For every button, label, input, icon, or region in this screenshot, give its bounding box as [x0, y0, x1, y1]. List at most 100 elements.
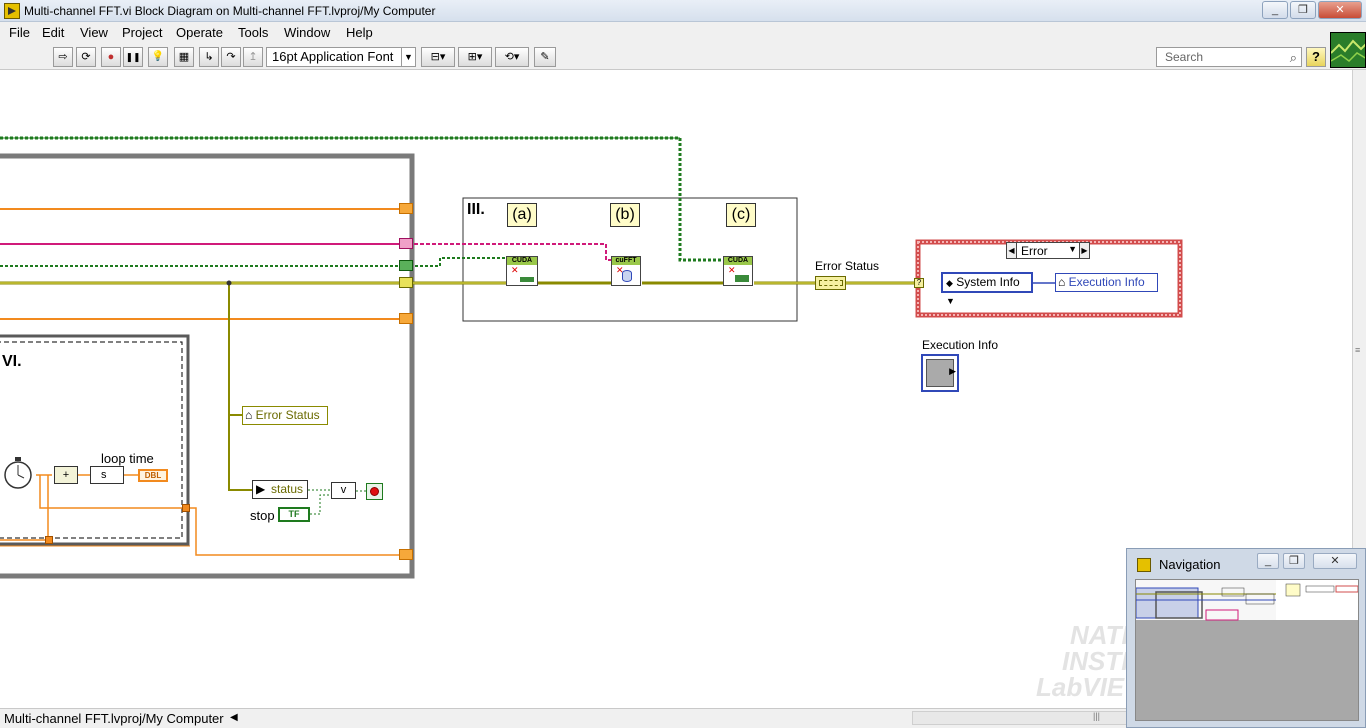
subvi-label-c: (c): [726, 203, 756, 227]
menu-file[interactable]: File: [9, 25, 30, 40]
error-status-local-text: Error Status: [255, 408, 320, 422]
case-selector[interactable]: ◀ Error ▼ ▶: [1006, 242, 1090, 259]
execution-info-local-text: Execution Info: [1068, 275, 1145, 289]
error-tunnel: [399, 277, 413, 288]
close-button[interactable]: ✕: [1318, 1, 1362, 19]
nav-minimize-button[interactable]: _: [1257, 553, 1279, 569]
window-title: Multi-channel FFT.vi Block Diagram on Mu…: [24, 4, 436, 18]
seconds-node[interactable]: s: [90, 466, 124, 484]
distribute-objects-icon[interactable]: ⊞▾: [458, 47, 492, 67]
menu-edit[interactable]: Edit: [42, 25, 65, 40]
run-arrow-icon[interactable]: ⇨: [53, 47, 73, 67]
cuda-node-header: CUDA: [724, 257, 752, 265]
menu-project[interactable]: Project: [122, 25, 163, 40]
clean-up-diagram-icon[interactable]: ✎: [534, 47, 556, 67]
loop-stop-condition[interactable]: [366, 483, 383, 500]
retain-wire-values-icon[interactable]: ▦: [174, 47, 194, 67]
cufft-node-header: cuFFT: [612, 257, 640, 265]
step-out-icon[interactable]: ↥: [243, 47, 263, 67]
loop-time-label: loop time: [101, 451, 154, 466]
font-selector[interactable]: 16pt Application Font ▼: [266, 47, 416, 67]
green-tunnel: [399, 260, 413, 271]
subvi-label-a: (a): [507, 203, 537, 227]
navigation-window[interactable]: Navigation _ ❐ ✕: [1126, 548, 1366, 728]
align-objects-icon[interactable]: ⊟▾: [421, 47, 455, 67]
menu-operate[interactable]: Operate: [176, 25, 223, 40]
chevron-down-icon: ▼: [401, 48, 415, 66]
stop-sign-icon: [370, 487, 379, 496]
bundle-icon: ◆: [946, 278, 953, 288]
run-continuously-icon[interactable]: ⟳: [76, 47, 96, 67]
project-path[interactable]: Multi-channel FFT.lvproj/My Computer: [4, 711, 224, 726]
database-icon: [622, 270, 632, 282]
menu-view[interactable]: View: [80, 25, 108, 40]
chevron-down-icon: ▼: [1068, 244, 1077, 254]
loop-time-indicator[interactable]: DBL: [138, 469, 168, 482]
orange-tunnel: [399, 549, 413, 560]
frame-label-vi: VI.: [2, 353, 22, 370]
add-node[interactable]: +: [54, 466, 78, 484]
stop-button-terminal[interactable]: TF: [278, 507, 310, 522]
stopwatch-icon[interactable]: [0, 456, 36, 490]
search-placeholder: Search: [1165, 50, 1204, 64]
shift-register: [182, 504, 190, 512]
navigation-preview[interactable]: [1135, 579, 1359, 721]
increment-arrow-icon[interactable]: ▶: [1079, 243, 1089, 258]
chip-icon: [735, 275, 749, 282]
chevron-left-icon[interactable]: ◀: [230, 712, 238, 723]
minimize-button[interactable]: _: [1262, 1, 1288, 19]
orange-tunnel: [399, 313, 413, 324]
error-status-local-variable[interactable]: ⌂ Error Status: [242, 406, 328, 425]
step-into-icon[interactable]: ↳: [199, 47, 219, 67]
status-text: status: [271, 482, 304, 496]
step-over-icon[interactable]: ↷: [221, 47, 241, 67]
cuda-node-header: CUDA: [507, 257, 537, 265]
nav-close-button[interactable]: ✕: [1313, 553, 1357, 569]
error-x-icon: ✕: [511, 265, 519, 275]
scroll-grip-icon: ≡: [1355, 345, 1361, 355]
error-status-indicator[interactable]: [815, 276, 846, 290]
pink-tunnel: [399, 238, 413, 249]
shift-register: [45, 536, 53, 544]
menu-bar: File Edit View Project Operate Tools Win…: [0, 22, 1366, 44]
error-status-label: Error Status: [815, 259, 880, 273]
stop-label: stop: [250, 508, 275, 523]
abort-execution-icon[interactable]: ●: [101, 47, 121, 67]
orange-tunnel: [399, 203, 413, 214]
execution-info-local-variable[interactable]: ⌂ Execution Info: [1055, 273, 1158, 292]
navigation-title: Navigation: [1159, 557, 1221, 572]
search-input[interactable]: Search ⌕: [1156, 47, 1302, 67]
subvi-label-b: (b): [610, 203, 640, 227]
nav-restore-button[interactable]: ❐: [1283, 553, 1305, 569]
system-info-text: System Info: [956, 275, 1020, 289]
menu-window[interactable]: Window: [284, 25, 331, 40]
case-selector-terminal: ?: [914, 278, 924, 288]
arrow-right-icon: ▶: [949, 366, 956, 376]
cuda-release-subvi[interactable]: CUDA ✕: [723, 256, 753, 286]
search-icon: ⌕: [1289, 50, 1297, 65]
system-info-node[interactable]: ◆ System Info ▼: [941, 272, 1033, 306]
cuda-init-subvi[interactable]: CUDA ✕: [506, 256, 538, 286]
context-help-button[interactable]: ?: [1306, 47, 1326, 67]
reorder-icon[interactable]: ⟲▾: [495, 47, 529, 67]
or-node[interactable]: v: [331, 482, 356, 499]
scroll-grip-icon: |||: [1093, 711, 1101, 721]
unbundle-status-node[interactable]: ▶ status: [252, 480, 308, 499]
menu-tools[interactable]: Tools: [238, 25, 269, 40]
chevron-down-icon: ▼: [946, 296, 955, 306]
cufft-subvi[interactable]: cuFFT ✕: [611, 256, 641, 286]
menu-help[interactable]: Help: [346, 25, 373, 40]
home-icon: ⌂: [1058, 275, 1066, 289]
execution-info-indicator[interactable]: ▶: [921, 354, 959, 392]
pause-icon[interactable]: ❚❚: [123, 47, 143, 67]
title-bar: Multi-channel FFT.vi Block Diagram on Mu…: [0, 0, 1366, 22]
toolbar: ⇨ ⟳ ● ❚❚ 💡 ▦ ↳ ↷ ↥ 16pt Application Font…: [0, 44, 1366, 70]
home-icon: ⌂: [245, 408, 253, 422]
restore-button[interactable]: ❐: [1290, 1, 1316, 19]
horizontal-scrollbar[interactable]: |||: [912, 711, 1128, 725]
highlight-execution-icon[interactable]: 💡: [148, 47, 168, 67]
error-x-icon: ✕: [616, 265, 624, 275]
decrement-arrow-icon[interactable]: ◀: [1007, 243, 1017, 258]
vi-connector-icon[interactable]: [1330, 32, 1366, 68]
cluster-display-icon: [926, 359, 954, 387]
